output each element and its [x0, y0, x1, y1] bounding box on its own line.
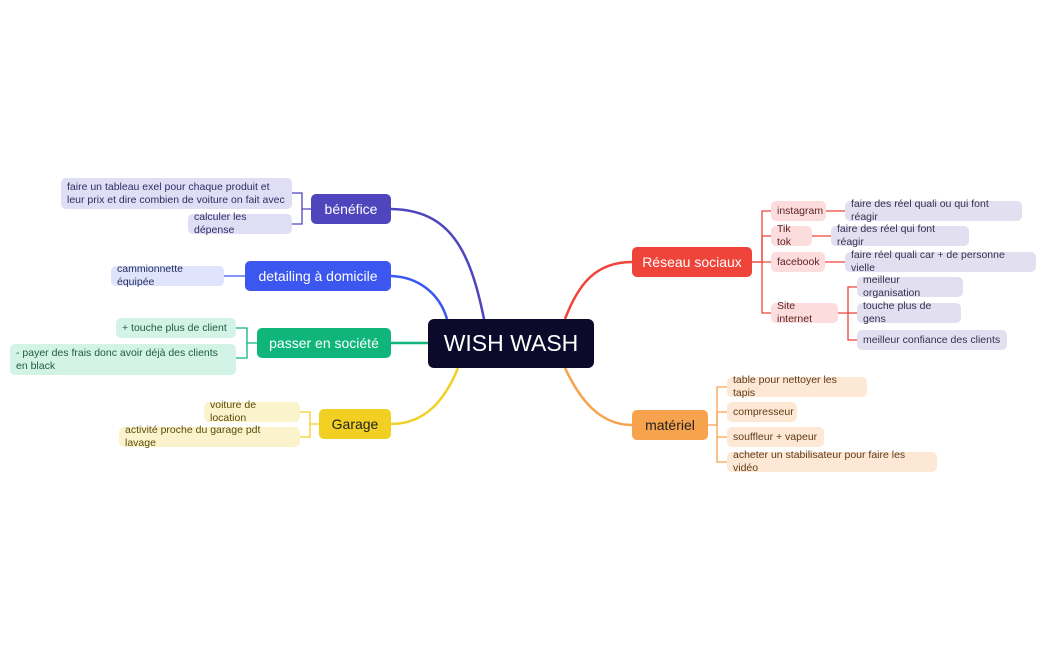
leaf-benefice-depense[interactable]: calculer les dépense: [188, 211, 292, 236]
link-root-benefice: [390, 207, 486, 320]
branch-detailing[interactable]: detailing à domicile: [245, 261, 391, 291]
sub-instagram[interactable]: instagram: [771, 201, 826, 221]
leaf-garage-activite[interactable]: activité proche du garage pdt lavage: [119, 424, 300, 449]
leaf-materiel-stabilisateur[interactable]: acheter un stabilisateur pour faire les …: [727, 449, 937, 474]
leaf-instagram-reel[interactable]: faire des réel quali ou qui font réagir: [845, 198, 1022, 223]
sub-facebook[interactable]: facebook: [771, 252, 825, 272]
leaf-tiktok-reel[interactable]: faire des réel qui font réagir: [831, 223, 969, 248]
link-root-garage: [390, 367, 460, 426]
leaf-materiel-table[interactable]: table pour nettoyer les tapis: [727, 374, 867, 399]
leaf-societe-plus[interactable]: + touche plus de client: [116, 318, 236, 338]
leaf-site-organisation[interactable]: meilleur organisation: [857, 274, 963, 299]
leaf-materiel-souffleur[interactable]: souffleur + vapeur: [727, 427, 824, 447]
branch-materiel[interactable]: matériel: [632, 410, 708, 440]
leaf-detailing-camionnette[interactable]: cammionnette équipée: [111, 263, 224, 288]
leaf-materiel-compresseur[interactable]: compresseur: [727, 402, 797, 422]
leaf-benefice-tableau[interactable]: faire un tableau exel pour chaque produi…: [61, 178, 292, 209]
link-root-detailing: [390, 274, 449, 320]
branch-societe[interactable]: passer en société: [257, 328, 391, 358]
link-root-materiel: [563, 367, 633, 427]
root-node[interactable]: WISH WASH: [428, 319, 594, 368]
sub-tiktok[interactable]: Tik tok: [771, 223, 812, 248]
branch-benefice[interactable]: bénéfice: [311, 194, 391, 224]
branch-garage[interactable]: Garage: [319, 409, 391, 439]
leaf-site-confiance[interactable]: meilleur confiance des clients: [857, 330, 1007, 350]
leaf-societe-moins[interactable]: - payer des frais donc avoir déjà des cl…: [10, 344, 236, 375]
branch-reseau-sociaux[interactable]: Réseau sociaux: [632, 247, 752, 277]
leaf-garage-location[interactable]: voiture de location: [204, 399, 300, 424]
leaf-facebook-reel[interactable]: faire réel quali car + de personne viell…: [845, 249, 1036, 274]
link-root-reseau: [563, 260, 633, 320]
leaf-site-gens[interactable]: touche plus de gens: [857, 300, 961, 325]
sub-site-internet[interactable]: Site internet: [771, 300, 838, 325]
